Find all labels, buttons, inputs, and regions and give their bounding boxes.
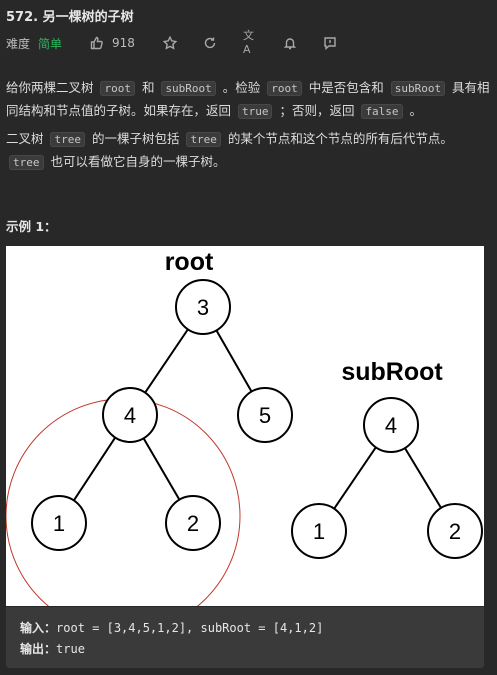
inline-code: root	[267, 81, 302, 96]
inline-code: tree	[9, 155, 44, 170]
node-value: 2	[187, 511, 199, 536]
description-text: 具有相同结构和节点值的子树。如果存在，返回	[6, 80, 490, 118]
subroot-node-2: 2	[427, 503, 483, 559]
example-title: 示例 1：	[6, 219, 57, 234]
root-node-4: 4	[102, 387, 158, 443]
feedback-button[interactable]	[323, 36, 337, 50]
difficulty-label: 难度	[6, 36, 31, 51]
node-value: 4	[124, 403, 136, 428]
node-value: 3	[197, 295, 209, 320]
example-output-line: 输出：true	[20, 640, 85, 657]
description-text: 。检验	[218, 80, 265, 95]
root-tree-edges	[58, 306, 266, 524]
refresh-icon	[204, 37, 216, 49]
tree-diagram: 3 4 5 1 2 4 1 2 ro	[6, 248, 483, 606]
feedback-icon	[324, 37, 336, 50]
notify-button[interactable]	[283, 36, 297, 50]
inline-code: false	[361, 104, 403, 119]
input-value: root = [3,4,5,1,2], subRoot = [4,1,2]	[56, 621, 324, 635]
bell-icon	[283, 38, 297, 50]
output-value: true	[56, 642, 85, 656]
inline-code: tree	[50, 132, 85, 147]
root-node-2: 2	[165, 495, 221, 551]
inline-code: subRoot	[161, 81, 216, 96]
node-value: 2	[449, 519, 461, 544]
description-text: 中是否包含和	[304, 80, 388, 95]
inline-code: root	[100, 81, 135, 96]
like-count: 918	[112, 36, 135, 50]
description-text: 给你两棵二叉树	[6, 80, 98, 95]
root-node-5: 5	[237, 387, 293, 443]
favorite-button[interactable]	[162, 36, 177, 50]
share-button[interactable]	[203, 36, 217, 50]
node-value: 5	[259, 403, 271, 428]
node-value: 1	[53, 511, 65, 536]
output-label: 输出：	[20, 642, 57, 656]
description-text: 的某个节点和这个节点的所有后代节点。	[223, 131, 453, 146]
description-paragraph-1: 给你两棵二叉树 root 和 subRoot 。检验 root 中是否包含和 s…	[6, 77, 492, 123]
thumbs-up-icon	[90, 36, 103, 50]
description-text: 二叉树	[6, 131, 48, 146]
node-value: 4	[385, 413, 397, 438]
translate-button[interactable]: 文A	[243, 29, 257, 56]
inline-code: true	[237, 104, 273, 119]
problem-title: 572. 另一棵树的子树	[6, 10, 134, 25]
description-text: 的一棵子树包括	[87, 131, 184, 146]
description-text: ；否则，返回	[275, 103, 359, 118]
difficulty-value: 简单	[38, 36, 63, 51]
description-text: 也可以看做它自身的一棵子树。	[46, 154, 226, 169]
subroot-node-4: 4	[363, 397, 419, 453]
inline-code: subRoot	[390, 81, 446, 96]
root-node-3: 3	[175, 279, 231, 335]
subroot-label: subRoot	[341, 358, 443, 386]
example-tree-figure: 3 4 5 1 2 4 1 2 ro	[6, 246, 484, 606]
description-text: 和	[137, 80, 159, 95]
subroot-node-1: 1	[291, 503, 347, 559]
input-label: 输入：	[20, 621, 57, 635]
inline-code: tree	[186, 132, 221, 147]
description-paragraph-2: 二叉树 tree 的一棵子树包括 tree 的某个节点和这个节点的所有后代节点。…	[6, 128, 492, 174]
problem-meta-bar: 难度 简单 918 文A	[6, 29, 363, 56]
like-button[interactable]: 918	[90, 36, 135, 50]
star-icon	[162, 36, 177, 50]
root-label: root	[165, 248, 214, 276]
root-node-1: 1	[31, 495, 87, 551]
example-input-line: 输入：root = [3,4,5,1,2], subRoot = [4,1,2]	[20, 619, 323, 636]
example-io-block: 输入：root = [3,4,5,1,2], subRoot = [4,1,2]…	[6, 607, 484, 668]
translate-icon: 文A	[242, 29, 254, 56]
node-value: 1	[313, 519, 325, 544]
description-text: 。	[405, 103, 423, 118]
